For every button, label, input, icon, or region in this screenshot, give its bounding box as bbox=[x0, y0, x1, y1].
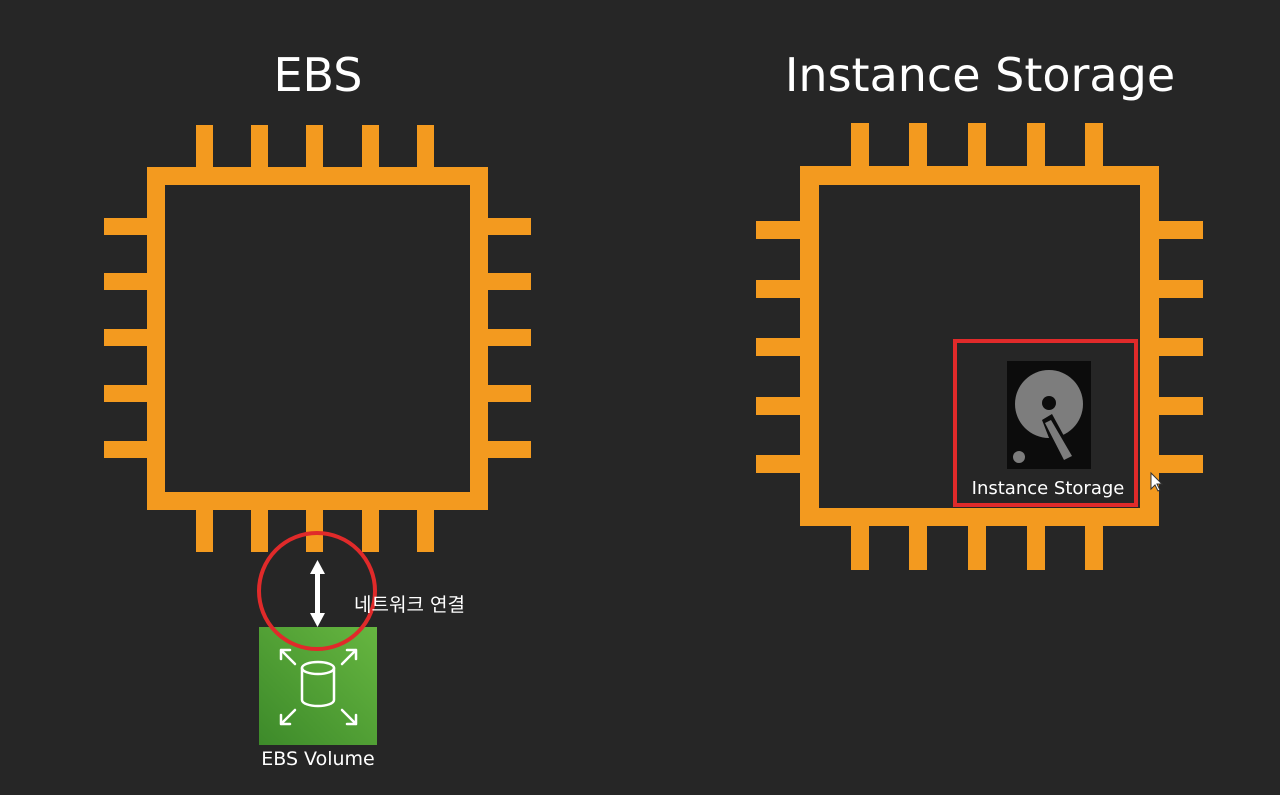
network-connection-label: 네트워크 연결 bbox=[354, 594, 465, 616]
instance-storage-title: Instance Storage bbox=[784, 48, 1176, 102]
instance-storage-highlight-box bbox=[953, 339, 1138, 507]
network-highlight-circle bbox=[257, 531, 377, 651]
hard-disk-icon bbox=[1007, 361, 1091, 469]
ebs-title: EBS bbox=[273, 48, 363, 102]
mouse-cursor-icon bbox=[1150, 471, 1164, 492]
left-chip-icon bbox=[104, 125, 531, 552]
right-chip-icon bbox=[756, 123, 1203, 570]
instance-storage-label: Instance Storage bbox=[971, 478, 1125, 499]
network-connection-arrow bbox=[310, 560, 325, 627]
ebs-volume-icon bbox=[259, 627, 377, 745]
ebs-volume-label: EBS Volume bbox=[261, 748, 375, 770]
